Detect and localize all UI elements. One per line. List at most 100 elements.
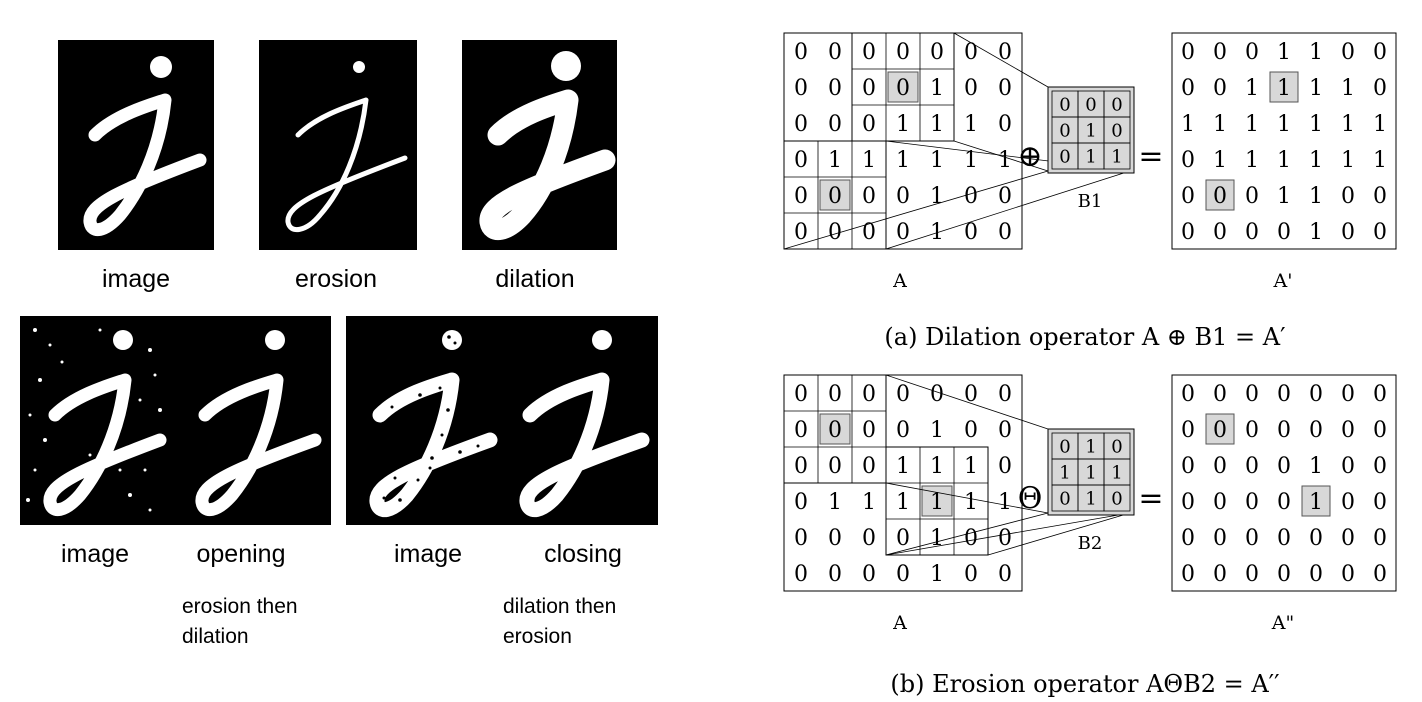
matrix-cell: 0 (1341, 40, 1355, 65)
matrix-cell: 1 (896, 112, 910, 137)
kernel-cell-box (1103, 484, 1131, 512)
matrix-cell: 0 (1181, 418, 1195, 443)
matrix-cell: 1 (1373, 112, 1387, 137)
matrix-cell: 0 (1213, 526, 1227, 551)
matrix-cell: 0 (1373, 76, 1387, 101)
matrix-cell: 0 (862, 454, 876, 479)
matrix-result-border (1171, 374, 1397, 592)
matrix-cell: 0 (998, 526, 1012, 551)
j-image-dilation (462, 40, 617, 250)
matrix-cell: 0 (862, 40, 876, 65)
matrix-cell: 0 (862, 220, 876, 245)
label-dilation: dilation (495, 265, 574, 293)
label-kernel: B2 (1078, 533, 1103, 554)
matrix-cell: 0 (862, 112, 876, 137)
highlight-cell (1301, 485, 1331, 517)
matrix-cell: 1 (1245, 112, 1259, 137)
kernel-cell: 1 (1111, 146, 1122, 167)
matrix-cell: 0 (862, 382, 876, 407)
matrix-cell: 0 (896, 562, 910, 587)
matrix-cell: 0 (828, 76, 842, 101)
matrix-cell: 1 (930, 454, 944, 479)
label-closing: closing (544, 540, 622, 568)
matrix-cell: 0 (794, 40, 808, 65)
closing-note-line2: erosion (503, 625, 572, 648)
matrix-cell: 1 (1309, 40, 1323, 65)
kernel-cell: 1 (1111, 462, 1122, 483)
matrix-cell: 0 (1245, 40, 1259, 65)
matrix-cell: 0 (1181, 382, 1195, 407)
matrix-cell: 0 (1373, 454, 1387, 479)
matrix-cell: 0 (964, 418, 978, 443)
matrix-cell: 1 (930, 490, 944, 515)
j-image-opening-pair (20, 316, 331, 525)
matrix-cell: 0 (1309, 418, 1323, 443)
label-image-bottom-2: image (394, 540, 462, 568)
matrix-cell: 0 (998, 418, 1012, 443)
kernel-cell: 0 (1111, 94, 1122, 115)
matrix-cell: 0 (964, 76, 978, 101)
matrix-cell: 1 (1277, 184, 1291, 209)
matrix-cell: 0 (896, 40, 910, 65)
matrix-cell: 0 (1341, 184, 1355, 209)
matrix-cell: 0 (1309, 526, 1323, 551)
kernel-cell: 0 (1059, 146, 1070, 167)
highlight-cell (1269, 71, 1299, 103)
matrix-cell: 0 (828, 40, 842, 65)
matrix-cell: 0 (1181, 40, 1195, 65)
matrix-cell: 0 (998, 562, 1012, 587)
matrix-cell: 0 (1277, 490, 1291, 515)
matrix-cell: 0 (1309, 382, 1323, 407)
matrix-cell: 0 (794, 112, 808, 137)
matrix-cell: 0 (794, 382, 808, 407)
matrix-cell: 0 (1277, 454, 1291, 479)
matrix-cell: 0 (1245, 526, 1259, 551)
matrix-cell: 1 (1341, 148, 1355, 173)
matrix-cell: 0 (794, 76, 808, 101)
matrix-cell: 1 (896, 454, 910, 479)
highlight-cell (1205, 413, 1235, 445)
matrix-cell: 0 (1245, 454, 1259, 479)
window-outline (851, 32, 955, 142)
equals-sign: = (1138, 139, 1163, 174)
matrix-cell: 1 (828, 490, 842, 515)
matrix-cell: 0 (1277, 526, 1291, 551)
kernel-cell: 1 (1085, 436, 1096, 457)
matrix-cell: 1 (1213, 148, 1227, 173)
matrix-cell: 1 (964, 454, 978, 479)
matrix-cell: 1 (862, 490, 876, 515)
equals-sign: = (1138, 481, 1163, 516)
matrix-cell: 0 (828, 418, 842, 443)
matrix-cell: 0 (1181, 148, 1195, 173)
kernel-frame (1047, 428, 1135, 516)
projection-line (987, 512, 1131, 556)
matrix-a: 0000000000010000011100111111000010000001… (783, 32, 1023, 250)
matrix-cell: 1 (896, 148, 910, 173)
matrix-cell: 1 (1309, 220, 1323, 245)
matrix-cell: 1 (1277, 148, 1291, 173)
highlight-cell (1205, 179, 1235, 211)
j-image-closing-pair (346, 316, 658, 525)
opening-note-line1: erosion then (182, 595, 298, 618)
matrix-cell: 0 (1213, 76, 1227, 101)
matrix-cell: 1 (1181, 112, 1195, 137)
highlight-cell (887, 71, 919, 103)
dilation-diagram: 0000000000010000011100111111000010000001… (783, 32, 1397, 292)
matrix-cell: 0 (794, 562, 808, 587)
matrix-cell: 1 (1341, 76, 1355, 101)
matrix-cell: 0 (1277, 418, 1291, 443)
kernel-cell: 1 (1085, 462, 1096, 483)
matrix-cell: 0 (828, 454, 842, 479)
matrix-cell: 0 (1341, 454, 1355, 479)
matrix-cell: 0 (1373, 526, 1387, 551)
projection-line (953, 32, 1049, 88)
label-a: A (892, 612, 907, 634)
matrix-cell: 0 (1341, 418, 1355, 443)
highlight-cell (921, 485, 953, 517)
matrix-cell: 0 (794, 526, 808, 551)
projection-line (783, 170, 1049, 250)
kernel-frame (1047, 86, 1135, 174)
